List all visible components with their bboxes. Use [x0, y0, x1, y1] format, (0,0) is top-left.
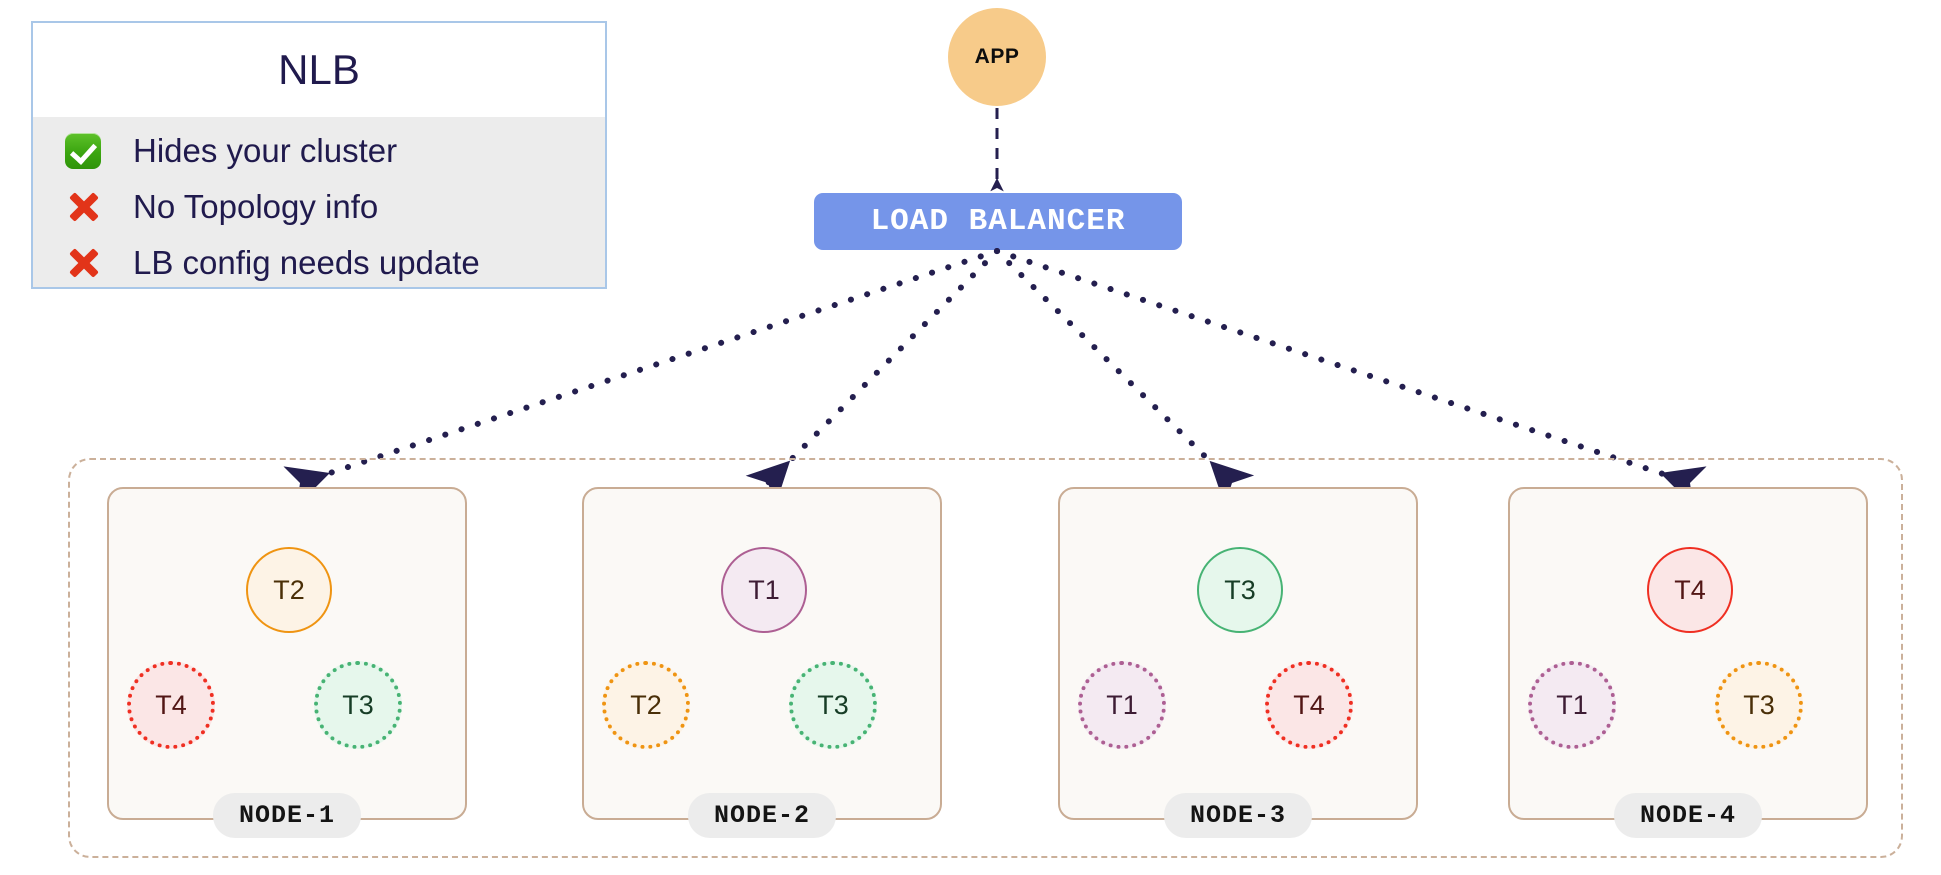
- list-item: LB config needs update: [33, 235, 605, 291]
- replica-shard: T1: [1078, 661, 1166, 749]
- edge-lb-to-node-4: [994, 248, 1707, 507]
- app-node: APP: [948, 8, 1046, 106]
- node-label: NODE-2: [687, 793, 837, 838]
- replica-shard: T4: [1265, 661, 1353, 749]
- node-label: NODE-4: [1613, 793, 1763, 838]
- primary-shard: T3: [1197, 547, 1283, 633]
- node-label: NODE-1: [212, 793, 362, 838]
- replica-shard: T3: [1715, 661, 1803, 749]
- nlb-item-label: LB config needs update: [133, 244, 480, 281]
- list-item: No Topology info: [33, 179, 605, 235]
- primary-shard: T2: [246, 547, 332, 633]
- replica-shard: T1: [1528, 661, 1616, 749]
- cross-icon: [55, 188, 111, 226]
- node-box-4: T4 T1 T3 NODE-4: [1508, 487, 1868, 838]
- primary-shard: T1: [721, 547, 807, 633]
- node-label: NODE-3: [1163, 793, 1313, 838]
- nlb-legend-list: Hides your cluster No Topology info LB c…: [33, 117, 605, 287]
- replica-shard: T3: [789, 661, 877, 749]
- check-icon: [55, 133, 111, 169]
- load-balancer-node: LOAD BALANCER: [814, 193, 1182, 250]
- replica-shard: T4: [127, 661, 215, 749]
- primary-shard: T4: [1647, 547, 1733, 633]
- cross-icon: [55, 244, 111, 282]
- node-box-3: T3 T1 T4 NODE-3: [1058, 487, 1418, 838]
- nlb-title: NLB: [33, 23, 605, 117]
- node-box-1: T2 T4 T3 NODE-1: [107, 487, 467, 838]
- list-item: Hides your cluster: [33, 123, 605, 179]
- replica-shard: T2: [602, 661, 690, 749]
- replica-shard: T3: [314, 661, 402, 749]
- edge-lb-to-node-2: [745, 248, 1000, 506]
- edge-lb-to-node-3: [994, 248, 1255, 506]
- node-box-2: T1 T2 T3 NODE-2: [582, 487, 942, 838]
- nlb-item-label: Hides your cluster: [133, 132, 398, 169]
- nlb-item-label: No Topology info: [133, 188, 379, 225]
- nlb-legend-box: NLB Hides your cluster No Topology info …: [31, 21, 607, 289]
- cluster-boundary: [68, 458, 1903, 858]
